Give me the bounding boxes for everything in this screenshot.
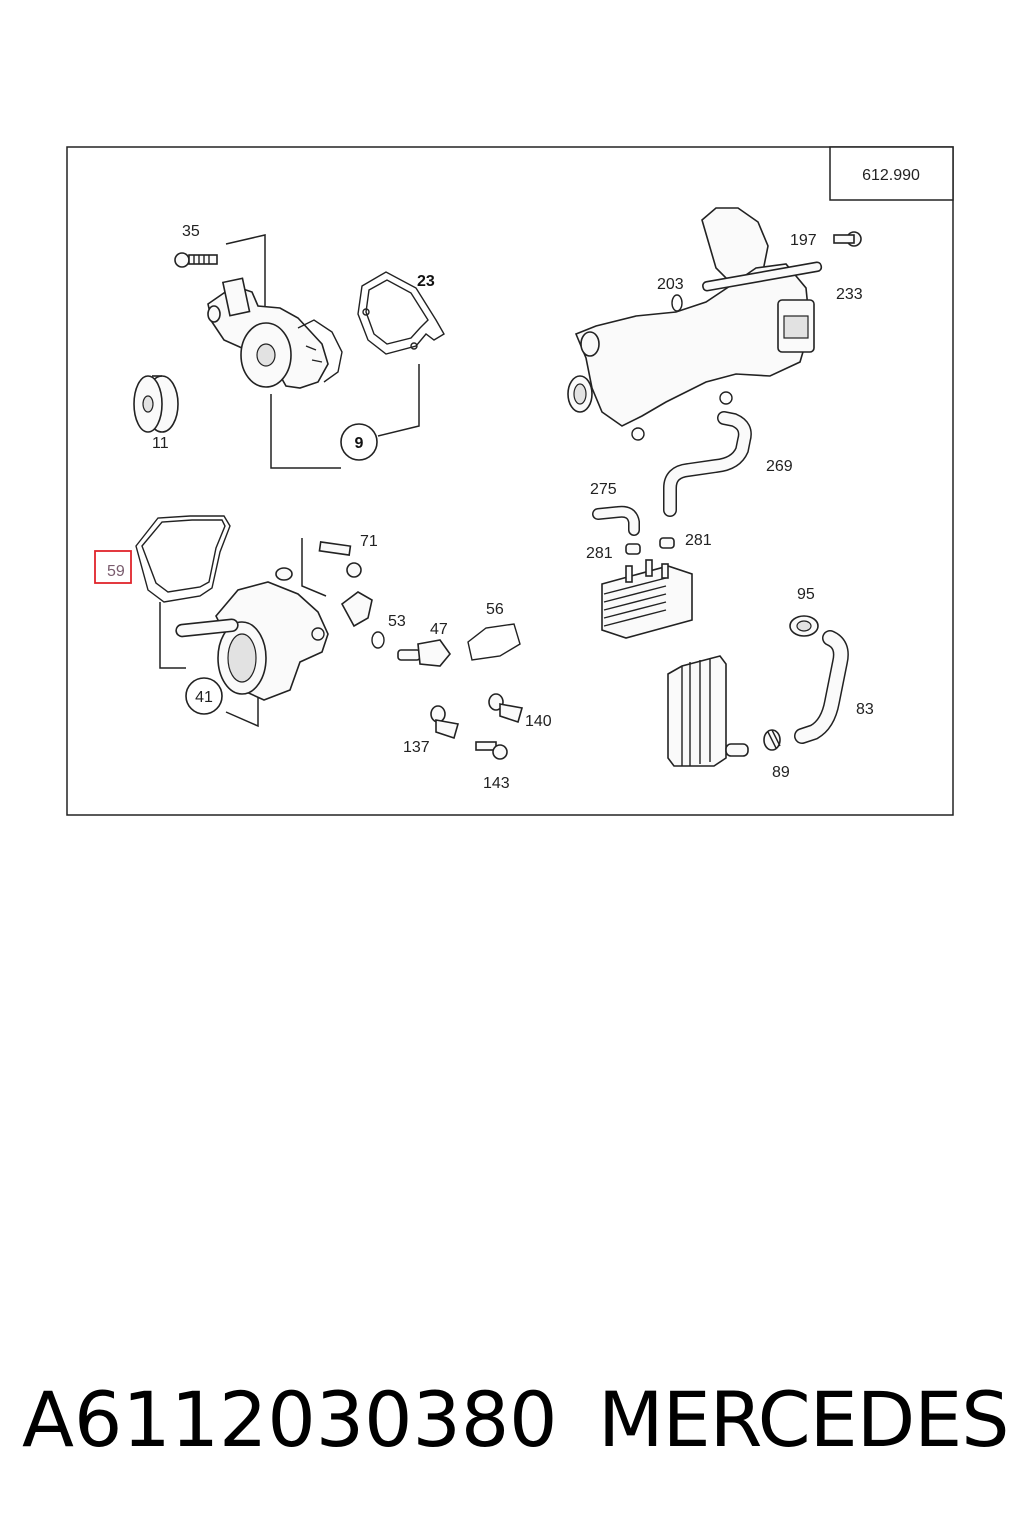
callout-23: 23 xyxy=(417,273,435,290)
gasket-59-icon xyxy=(135,515,231,603)
callout-281-right: 281 xyxy=(685,532,712,549)
thermostat-group xyxy=(94,515,524,760)
callout-9: 9 xyxy=(355,435,364,452)
clamp-95-icon xyxy=(789,615,819,637)
callout-140: 140 xyxy=(525,713,552,730)
callout-143: 143 xyxy=(483,775,510,792)
kit-41-circle xyxy=(185,677,223,715)
clamp-281-left-icon xyxy=(625,543,641,555)
gasket-23-icon xyxy=(357,271,445,355)
callout-35: 35 xyxy=(182,223,200,240)
clamp-89-icon xyxy=(763,729,781,751)
coolant-housing-group xyxy=(567,207,862,441)
bolt-71-icon xyxy=(318,541,362,578)
callout-275: 275 xyxy=(590,481,617,498)
callout-89: 89 xyxy=(772,764,790,781)
bolt-143-icon xyxy=(475,741,508,760)
o-ring-53-icon xyxy=(371,631,385,649)
parts-diagram: 612.990 xyxy=(66,146,954,816)
callout-11: 11 xyxy=(152,435,169,452)
callout-71: 71 xyxy=(360,533,378,550)
water-pump-icon xyxy=(207,277,343,389)
callout-269: 269 xyxy=(766,458,793,475)
part-number: A6112030380 xyxy=(22,1375,558,1464)
clip-137-icon xyxy=(430,705,460,740)
clip-140-icon xyxy=(488,693,524,724)
callout-83: 83 xyxy=(856,701,874,718)
pulley-11-icon xyxy=(133,375,179,433)
clip-56-icon xyxy=(467,623,521,661)
bolt-35-icon xyxy=(174,252,218,268)
brand-name: MERCEDES xyxy=(598,1375,1009,1464)
water-pump-group xyxy=(133,234,445,469)
callout-59: 59 xyxy=(107,563,125,580)
heat-exchanger-group xyxy=(667,615,849,767)
callout-95: 95 xyxy=(797,586,815,603)
callout-53: 53 xyxy=(388,613,406,630)
oil-cooler-icon xyxy=(601,559,693,639)
callout-137: 137 xyxy=(403,739,430,756)
reference-box xyxy=(829,146,954,201)
callout-59-highlight xyxy=(94,550,132,584)
callout-281-left: 281 xyxy=(586,545,613,562)
callout-41: 41 xyxy=(195,689,213,706)
temp-sensor-47-icon xyxy=(397,639,452,667)
callout-56: 56 xyxy=(486,601,504,618)
reference-number: 612.990 xyxy=(862,167,920,184)
hoses-group xyxy=(592,411,752,555)
kit-9-circle xyxy=(340,423,378,461)
callout-47: 47 xyxy=(430,621,448,638)
clamp-281-right-icon xyxy=(659,537,675,549)
callout-233: 233 xyxy=(836,286,863,303)
product-caption: A6112030380 MERCEDES xyxy=(0,1370,1024,1470)
diagram-frame xyxy=(66,146,954,816)
callout-197: 197 xyxy=(790,232,817,249)
callout-203: 203 xyxy=(657,276,684,293)
bolt-233-icon xyxy=(833,231,862,247)
